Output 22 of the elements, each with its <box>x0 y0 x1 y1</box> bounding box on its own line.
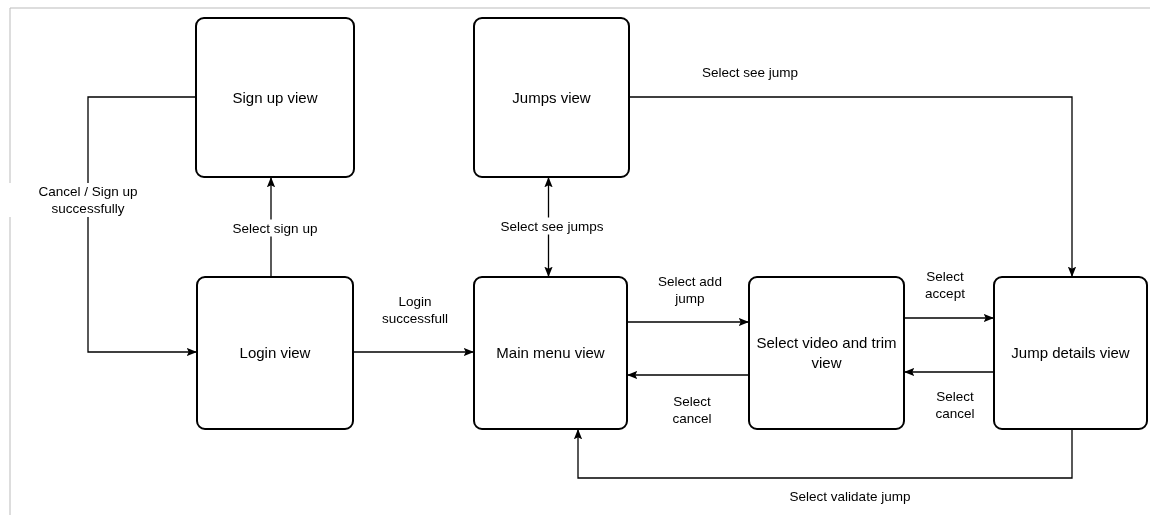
state-name: Sign up view <box>231 87 319 108</box>
arrow <box>87 96 198 357</box>
state-box <box>748 276 905 430</box>
state-box <box>195 17 355 178</box>
arrow <box>903 367 994 377</box>
state-name: Select video and trim view <box>755 333 898 373</box>
state-name: Jump details view <box>1010 343 1131 363</box>
edge-label: Select see jumps <box>498 217 606 235</box>
edge-label: Select sign up <box>230 219 320 237</box>
arrow <box>626 370 749 380</box>
arrow <box>353 347 475 357</box>
state-box <box>473 17 630 178</box>
state-box <box>473 276 628 430</box>
state-name: Login view <box>238 343 312 363</box>
state-box <box>993 276 1148 430</box>
arrow <box>629 96 1077 278</box>
state-name: Main menu view <box>495 343 606 363</box>
arrow <box>627 317 750 327</box>
arrow <box>904 313 995 323</box>
state-name: Jumps view <box>511 87 592 108</box>
arrow <box>573 428 1073 479</box>
state-box <box>196 276 354 430</box>
